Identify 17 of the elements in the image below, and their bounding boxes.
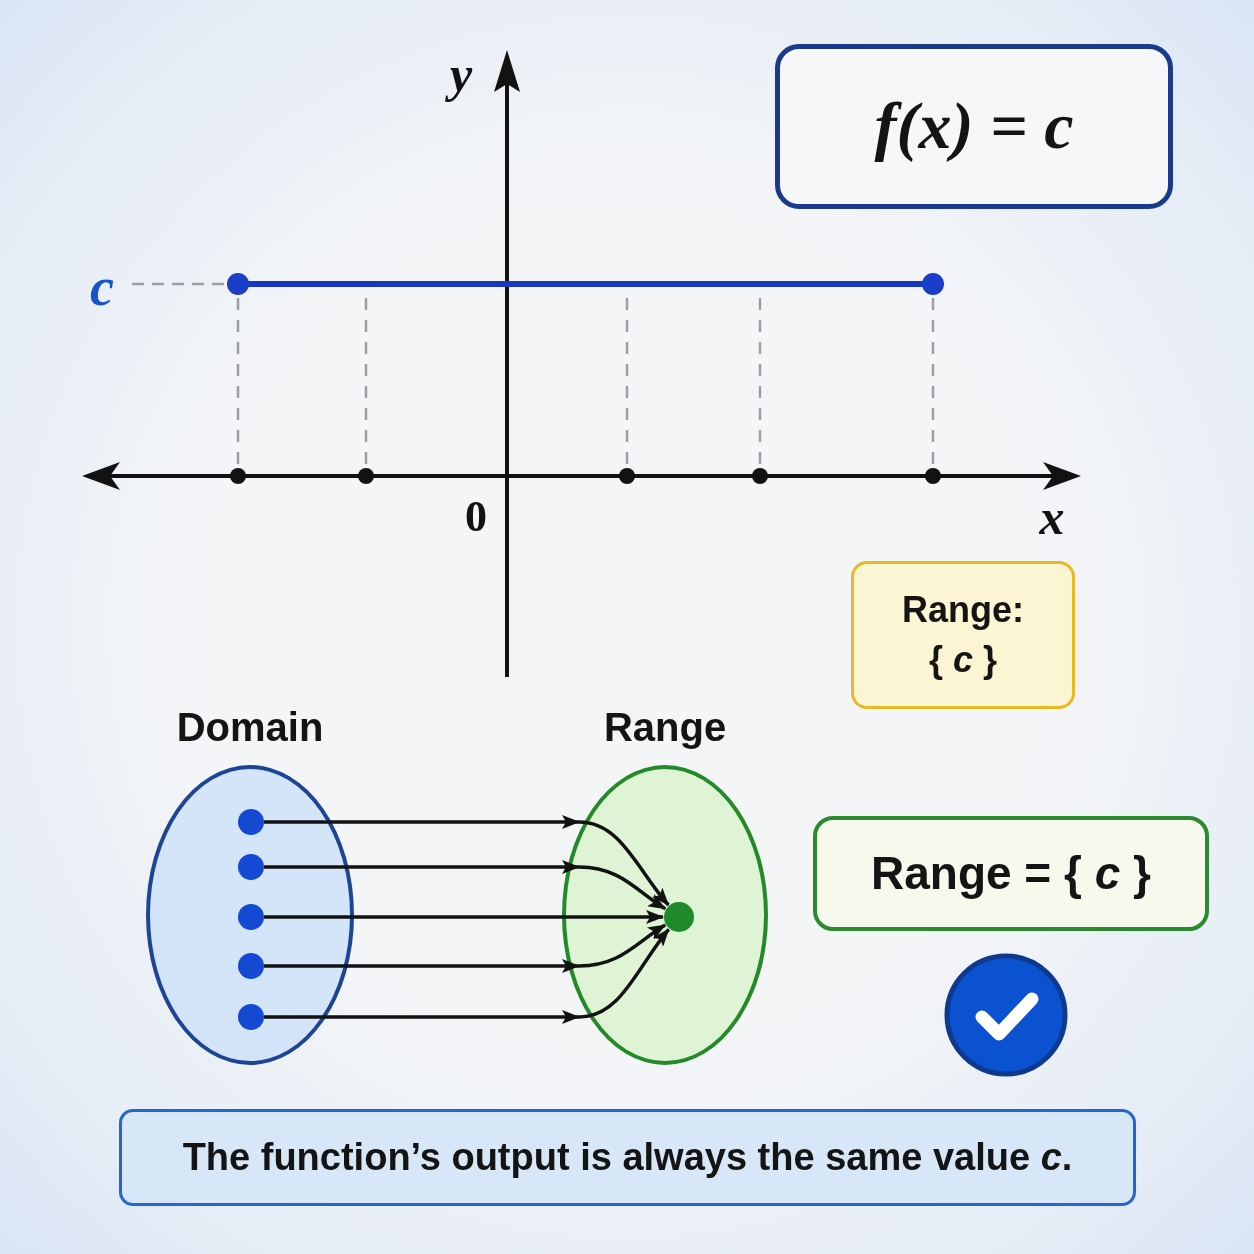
set-heading: Range <box>603 707 727 747</box>
arrow <box>264 860 667 911</box>
point-marker <box>238 854 264 880</box>
point-marker <box>238 809 264 835</box>
range-equation: Range = { c } <box>871 848 1151 899</box>
point-marker <box>238 953 264 979</box>
arrow <box>264 815 670 907</box>
point-marker <box>664 902 694 932</box>
arrow <box>264 923 667 973</box>
point-marker <box>238 904 264 930</box>
point-marker <box>238 1004 264 1030</box>
result-box <box>813 816 1209 931</box>
arrow <box>264 910 664 924</box>
note-text: The function’s output is always the same value c. <box>182 1136 1073 1179</box>
set-heading: Domain <box>176 707 324 747</box>
note-box <box>119 1109 1136 1206</box>
arrow <box>264 928 671 1024</box>
